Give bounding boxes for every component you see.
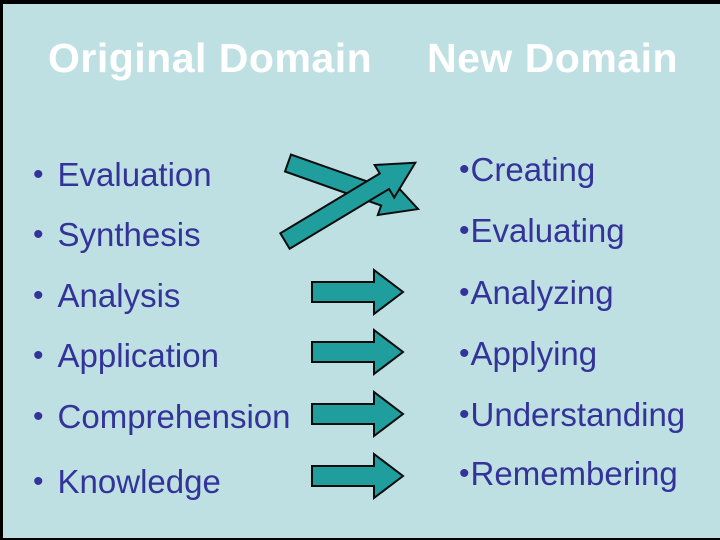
bullet-icon: •	[33, 400, 44, 433]
list-item-synthesis: • Synthesis	[33, 214, 201, 256]
list-item-remembering: • Remembering	[459, 453, 678, 495]
bullet-icon: •	[33, 158, 44, 191]
list-item-label: Understanding	[470, 396, 686, 433]
list-item-analyzing: • Analyzing	[459, 272, 614, 314]
list-item-label: Comprehension	[57, 398, 291, 435]
list-item-comprehension: • Comprehension	[33, 396, 290, 438]
arrow-cross-descending-icon	[283, 153, 421, 217]
list-item-label: Evaluation	[57, 156, 212, 193]
bullet-icon: •	[33, 465, 44, 498]
bullet-icon: •	[459, 457, 470, 490]
bullet-icon: •	[33, 339, 44, 372]
bullet-icon: •	[459, 398, 470, 431]
arrow-right-application-icon	[311, 327, 405, 377]
bullet-icon: •	[33, 279, 44, 312]
list-item-applying: • Applying	[459, 333, 597, 375]
bullet-icon: •	[33, 218, 44, 251]
bullet-icon: •	[459, 153, 470, 186]
bullet-icon: •	[459, 337, 470, 370]
list-item-knowledge: • Knowledge	[33, 461, 221, 503]
slide-background: Original Domain New Domain • Evaluation …	[3, 4, 720, 538]
bullet-icon: •	[459, 276, 470, 309]
arrow-right-analysis-icon	[311, 267, 405, 317]
list-item-label: Creating	[470, 151, 596, 188]
list-item-understanding: • Understanding	[459, 394, 685, 436]
list-item-label: Analyzing	[470, 274, 614, 311]
list-item-label: Application	[57, 337, 219, 374]
list-item-analysis: • Analysis	[33, 275, 180, 317]
list-item-label: Remembering	[470, 455, 678, 492]
arrow-right-comprehension-icon	[311, 389, 405, 439]
list-item-evaluating: • Evaluating	[459, 210, 625, 252]
bullet-icon: •	[459, 214, 470, 247]
list-item-evaluation: • Evaluation	[33, 154, 212, 196]
list-item-label: Analysis	[57, 277, 181, 314]
list-item-label: Evaluating	[470, 212, 625, 249]
list-item-label: Knowledge	[57, 463, 221, 500]
list-item-label: Applying	[470, 335, 598, 372]
title-new-domain: New Domain	[427, 35, 679, 81]
title-original-domain: Original Domain	[48, 35, 373, 81]
list-item-label: Synthesis	[57, 216, 201, 253]
arrow-right-knowledge-icon	[311, 451, 405, 501]
list-item-creating: • Creating	[459, 149, 595, 191]
list-item-application: • Application	[33, 335, 219, 377]
arrow-cross-ascending-icon	[278, 161, 418, 251]
